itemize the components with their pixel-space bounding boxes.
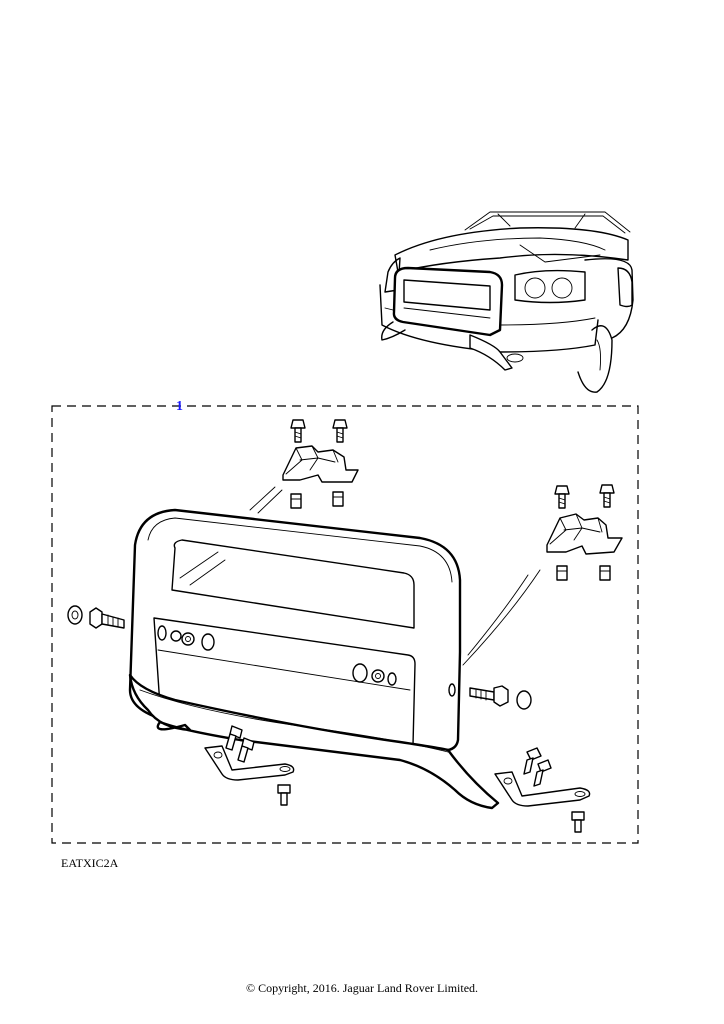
lower-mounting-bracket-right [494,747,591,833]
bracket-bolt [523,747,542,775]
side-fixing-left [67,605,125,629]
copyright-notice: © Copyright, 2016. Jaguar Land Rover Lim… [245,981,479,995]
kit-boundary [51,405,639,844]
bracket-bolt [533,759,552,787]
callout-number: 1 [176,399,183,414]
bracket-bolt [225,725,243,751]
bracket-bolt [237,737,255,763]
upper-mounting-bracket-left [282,419,359,509]
a-frame-bar [128,486,541,810]
bracket-bolt [571,811,585,833]
bracket-bolt [290,419,306,443]
side-fixing-right [469,685,532,710]
bracket-bolt [277,784,291,806]
figure-code: EATXIC2A [61,856,119,870]
bracket-bolt [599,484,615,508]
upper-mounting-bracket-right [546,484,623,581]
bracket-bolt [332,419,348,443]
bracket-bolt [554,485,570,509]
vehicle-front-view [379,211,634,393]
lower-mounting-bracket-left [204,725,295,806]
